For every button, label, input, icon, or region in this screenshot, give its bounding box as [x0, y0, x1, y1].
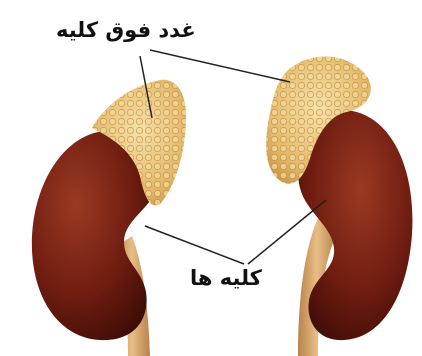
adrenal-glands-label: غدد فوق کلیه — [56, 20, 196, 41]
leader-line-right-adrenal — [150, 50, 290, 82]
leader-line-left-kidney — [145, 226, 244, 264]
kidneys-label: کلیه ها — [190, 268, 262, 289]
